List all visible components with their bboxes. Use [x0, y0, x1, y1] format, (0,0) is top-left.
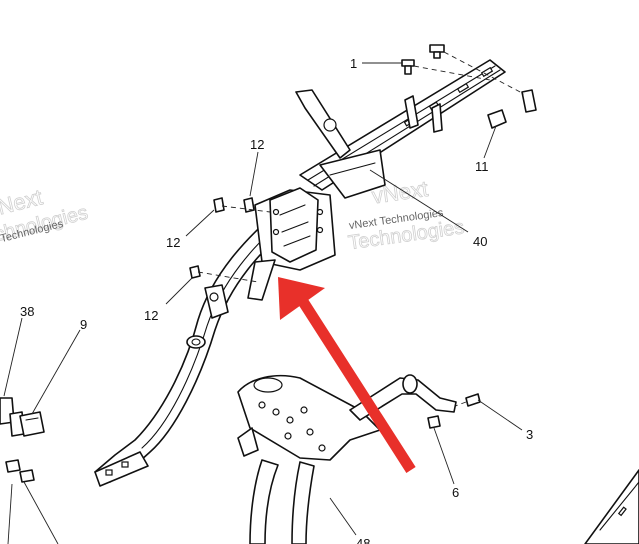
leader-line-11 — [483, 125, 497, 159]
leader-line-12-mid — [185, 209, 215, 237]
frame-member-left — [7, 483, 13, 544]
callout-3: 3 — [526, 427, 533, 442]
bolt-icon — [401, 59, 415, 75]
callout-48: 48 — [356, 536, 370, 544]
watermark-left: vNext Technologies vNext Technologies — [0, 184, 91, 253]
leader-line-40 — [369, 169, 469, 233]
alignment-line — [197, 271, 259, 283]
clip-nut-icon — [487, 109, 507, 129]
mounting-plate — [237, 374, 457, 544]
nut-icon — [243, 197, 255, 213]
callout-6: 6 — [452, 485, 459, 500]
nut-icon — [189, 265, 201, 279]
alignment-line — [443, 51, 525, 95]
bolt-icon — [5, 459, 21, 473]
alignment-line — [413, 65, 491, 81]
nut-icon — [213, 197, 225, 213]
leader-line-6 — [433, 427, 455, 485]
callout-9: 9 — [80, 317, 87, 332]
highlight-arrow — [278, 277, 416, 473]
frame-upper-rail — [295, 59, 506, 199]
nut-icon — [427, 415, 441, 429]
callout-12-low: 12 — [144, 308, 158, 323]
alignment-line — [449, 401, 467, 409]
callout-38: 38 — [20, 304, 34, 319]
frame-junction-bracket — [247, 187, 336, 301]
leader-line-9 — [31, 329, 81, 415]
callout-12-top: 12 — [250, 137, 264, 152]
nut-icon — [521, 89, 537, 113]
leader-line-12-top — [249, 151, 259, 197]
leader-line-12-low — [165, 277, 193, 305]
callout-40: 40 — [473, 234, 487, 249]
callout-1: 1 — [350, 56, 357, 71]
leader-line-3 — [477, 399, 523, 431]
side-panel-right — [584, 469, 639, 544]
callout-11: 11 — [475, 159, 489, 174]
leader-line-48 — [329, 497, 357, 536]
leader-line-38 — [3, 317, 23, 397]
frame-member-left — [23, 481, 59, 544]
callout-12-mid: 12 — [166, 235, 180, 250]
clip-9 — [19, 411, 45, 437]
alignment-line — [221, 205, 271, 213]
bolt-icon — [19, 469, 35, 483]
bolt-icon — [465, 393, 481, 407]
bolt-icon — [429, 44, 445, 59]
